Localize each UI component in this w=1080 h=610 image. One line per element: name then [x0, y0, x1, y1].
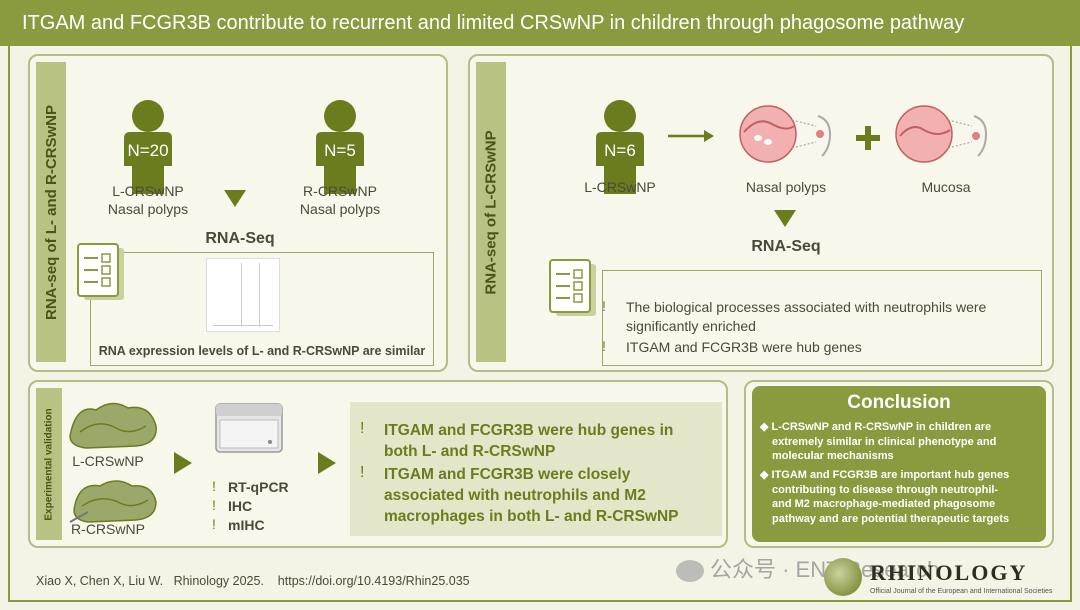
person-icon: N=5	[300, 98, 380, 196]
sample1-label: Nasal polyps	[745, 179, 827, 195]
arrow-right-icon	[668, 130, 714, 142]
diamond-icon: ◆	[760, 421, 772, 433]
left-side-label-text: RNA-seq of L- and R-CRSwNP	[42, 104, 60, 320]
tissue-icon	[66, 396, 160, 452]
page-title: ITGAM and FCGR3B contribute to recurrent…	[0, 0, 1080, 46]
group1-line2: Nasal polyps	[107, 201, 189, 217]
result2-marker: !	[360, 464, 365, 481]
conclusion-item1-line2: extremely similar in clinical phenotype …	[772, 435, 997, 448]
group2-count: N=5	[324, 141, 356, 161]
group1-count: N=20	[127, 141, 169, 161]
validation-side-label-text: Experimental validation	[43, 407, 55, 521]
person-icon: N=20	[108, 98, 188, 196]
wechat-icon	[676, 560, 704, 583]
conclusion-item1-line1: L-CRSwNP and R-CRSwNP in children are	[771, 421, 992, 433]
person-icon: N=6	[580, 98, 660, 196]
tissue-icon	[66, 472, 160, 526]
method3-marker: !	[212, 516, 216, 532]
plus-icon	[856, 126, 880, 150]
journal-logo: RHINOLOGY Official Journal of the Europe…	[824, 556, 1060, 602]
right-result-box	[602, 270, 1042, 366]
diamond-icon: ◆	[760, 469, 772, 481]
outer-frame	[8, 46, 1072, 602]
method3-label: mIHC	[228, 517, 265, 533]
pcr-machine-icon	[214, 402, 284, 454]
result2-line3: macrophages in both L- and R-CRSwNP	[384, 508, 679, 525]
result2-text: ITGAM and FCGR3B were closely associated…	[384, 464, 724, 527]
validation-sample2: R-CRSwNP	[71, 521, 145, 537]
conclusion-item2-line3: and M2 macrophage-mediated phagosome	[772, 498, 996, 510]
finding2-text: ITGAM and FCGR3B were hub genes	[626, 339, 862, 355]
conclusion-box: Conclusion ◆ L-CRSwNP and R-CRSwNP in ch…	[752, 386, 1046, 542]
conclusion-item2-line4: pathway and are potential therapeutic ta…	[772, 512, 1010, 525]
finding1-line2: significantly enriched	[626, 318, 756, 334]
tissue-icon	[738, 102, 834, 168]
left-side-label: RNA-seq of L- and R-CRSwNP	[36, 62, 66, 362]
conclusion-title: Conclusion	[847, 392, 951, 413]
right-side-label-text: RNA-seq of L-CRSwNP	[482, 129, 500, 295]
result1-text: ITGAM and FCGR3B were hub genes in both …	[384, 420, 724, 462]
left-panel: RNA-seq of L- and R-CRSwNP N=20 L-CRSwNP…	[28, 54, 448, 372]
validation-side-label: Experimental validation	[36, 388, 62, 540]
finding1-marker: !	[602, 298, 606, 314]
method2-marker: !	[212, 497, 216, 513]
result2-line1: ITGAM and FCGR3B were closely	[384, 466, 631, 483]
method2-label: IHC	[228, 498, 253, 514]
arrow-down-icon	[224, 190, 246, 207]
result1-line2: both L- and R-CRSwNP	[384, 443, 556, 460]
right-panel: RNA-seq of L-CRSwNP N=6 L-CRSwNP Nasal p…	[468, 54, 1054, 372]
right-group-label: L-CRSwNP	[584, 179, 656, 195]
result1-marker: !	[360, 420, 365, 437]
document-icon	[546, 258, 602, 318]
conclusion-item2: ◆ ITGAM and FCGR3B are important hub gen…	[760, 468, 1042, 526]
conclusion-item1-line3: molecular mechanisms	[772, 450, 894, 462]
group1-label: L-CRSwNP Nasal polyps	[78, 182, 218, 218]
journal-name: RHINOLOGY	[870, 560, 1028, 585]
group2-line1: R-CRSwNP	[303, 183, 377, 199]
left-method: RNA-Seq	[205, 230, 275, 247]
heatmap-thumbnail	[206, 258, 280, 332]
arrow-right-icon	[318, 452, 336, 474]
conclusion-panel: Conclusion ◆ L-CRSwNP and R-CRSwNP in ch…	[744, 380, 1054, 548]
document-icon	[74, 242, 130, 302]
result2-line2: associated with neutrophils and M2	[384, 487, 646, 504]
method1-label: RT-qPCR	[228, 479, 289, 495]
validation-result-box	[350, 402, 722, 536]
tissue-icon	[894, 102, 990, 168]
arrow-down-icon	[774, 210, 796, 227]
right-group-count: N=6	[604, 141, 636, 161]
finding2-marker: !	[602, 338, 606, 354]
journal-subtitle: Official Journal of the European and Int…	[870, 588, 1053, 595]
group2-label: R-CRSwNP Nasal polyps	[270, 182, 410, 218]
conclusion-item1: ◆ L-CRSwNP and R-CRSwNP in children are …	[760, 420, 1042, 464]
globe-icon	[824, 558, 862, 596]
citation: Xiao X, Chen X, Liu W. Rhinology 2025. h…	[36, 574, 470, 588]
conclusion-item2-line1: ITGAM and FCGR3B are important hub genes	[771, 469, 1010, 481]
validation-sample1: L-CRSwNP	[72, 453, 144, 469]
validation-panel: Experimental validation L-CRSwNP R-CRSwN…	[28, 380, 728, 548]
right-side-label: RNA-seq of L-CRSwNP	[476, 62, 506, 362]
arrow-right-icon	[174, 452, 192, 474]
result1-line1: ITGAM and FCGR3B were hub genes in	[384, 422, 674, 439]
finding1-line1: The biological processes associated with…	[626, 299, 987, 315]
group1-line1: L-CRSwNP	[112, 183, 184, 199]
finding1-text: The biological processes associated with…	[626, 298, 1036, 336]
conclusion-item2-line2: contributing to disease through neutroph…	[772, 483, 999, 496]
sample2-label: Mucosa	[921, 179, 971, 195]
left-result-text: RNA expression levels of L- and R-CRSwNP…	[98, 344, 426, 358]
group2-line2: Nasal polyps	[299, 201, 381, 217]
right-method: RNA-Seq	[751, 238, 821, 255]
method1-marker: !	[212, 478, 216, 494]
